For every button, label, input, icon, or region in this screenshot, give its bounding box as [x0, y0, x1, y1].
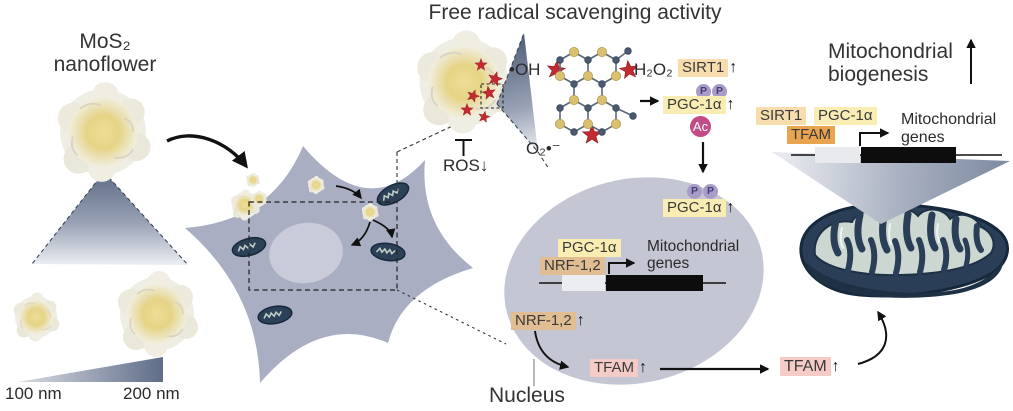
zoom-region-box — [248, 201, 398, 291]
pgc1a-badge: PGC-1α — [663, 199, 726, 217]
nucleus-genes-label: Mitochondrial genes — [647, 238, 739, 272]
tfam-badge: TFAM — [787, 126, 835, 144]
tfam-complex: TFAM — [787, 126, 835, 144]
biogenesis-line2: biogenesis — [828, 63, 929, 86]
pgc1a-badge: PGC-1α — [558, 239, 621, 257]
pgc1a-complex: PGC-1α — [814, 107, 877, 125]
cell-nucleus — [269, 222, 343, 284]
tfam-to-mito-arrow — [857, 310, 888, 365]
sirt1-radical: SIRT1↑ — [678, 59, 737, 77]
nanoflower-zoom-cone — [31, 171, 189, 266]
tfam-badge: TFAM — [780, 357, 831, 376]
mos2-title: MoS₂ nanoflower — [38, 30, 172, 76]
nanoflower-100nm — [13, 292, 60, 342]
pgc1a-radical: PGC-1α↑ — [663, 96, 735, 114]
tfam-cytosol: TFAM↑ — [780, 357, 840, 376]
cell — [185, 146, 473, 383]
phospho-icon: P — [703, 184, 718, 199]
tfam-nucleus: TFAM↑ — [590, 359, 647, 377]
nanoflower-200nm — [117, 270, 199, 358]
pgc1a-badge: PGC-1α — [814, 107, 877, 125]
magnification-dashes — [396, 105, 507, 345]
nrf-to-tfam-arrow — [534, 330, 570, 370]
nrf12-up-arrow: ↑ — [576, 312, 585, 329]
free-radical-title: Free radical scavenging activity — [428, 1, 722, 24]
mito-gene-diagram — [791, 128, 1002, 163]
molecule-region-box — [480, 83, 504, 109]
biogenesis-line1: Mitochondrial — [828, 40, 953, 63]
sirt1-up-arrow: ↑ — [729, 59, 738, 76]
phospho-icon: P — [712, 84, 727, 99]
phospho-icon: P — [696, 84, 711, 99]
sirt1-badge: SIRT1 — [756, 107, 807, 125]
nanoflower-radical-view — [416, 29, 515, 135]
mitochondrion-large — [799, 203, 1009, 298]
hydroxyl-radical-label: •OH — [509, 60, 541, 79]
mos2-title-line1: MoS₂ — [79, 30, 131, 53]
nrf12-badge: NRF-1,2 — [511, 312, 576, 330]
ros-label: ROS↓ — [443, 156, 489, 175]
tfam-up-arrow: ↑ — [831, 358, 840, 375]
mos2-title-line2: nanoflower — [53, 53, 157, 76]
acetyl-icon: Ac — [690, 116, 711, 137]
pgc1a-up-arrow: ↑ — [726, 199, 735, 216]
mos2-nanoflower-large — [56, 81, 152, 183]
genes-line2: genes — [647, 255, 690, 272]
genes-line1: Mitochondrial — [901, 111, 997, 128]
mito-zoom-funnel — [772, 152, 1010, 224]
nucleus-gene-diagram — [539, 258, 726, 291]
sirt1-badge: SIRT1 — [678, 59, 729, 77]
nucleus-label: Nucleus — [489, 384, 565, 407]
mito-genes-label: Mitochondrial genes — [901, 111, 996, 146]
pgc1a-nucleus: PGC-1α — [558, 239, 621, 257]
scale-label-100nm: 100 nm — [5, 384, 62, 403]
nanoflower-entering — [246, 172, 261, 188]
mos2-lattice — [555, 47, 637, 136]
size-scale-triangle — [18, 357, 163, 382]
pgc1a-up-arrow: ↑ — [726, 96, 735, 113]
genes-line2: genes — [901, 128, 945, 146]
nrf12-up: NRF-1,2↑ — [511, 312, 585, 330]
nrf12-bound: NRF-1,2 — [540, 257, 605, 275]
pgc1a-badge: PGC-1α — [663, 96, 726, 114]
tfam-up-arrow: ↑ — [639, 359, 647, 376]
sirt1-complex: SIRT1 — [756, 107, 807, 125]
phospho-icon: P — [687, 184, 702, 199]
tfam-badge: TFAM — [590, 359, 638, 377]
scale-label-200nm: 200 nm — [123, 384, 180, 403]
uptake-arrow — [166, 134, 248, 169]
pgc1a-nucleus-top: PGC-1α↑ — [663, 199, 735, 217]
genes-line1: Mitochondrial — [647, 238, 740, 255]
superoxide-label: O₂•⁻ — [526, 139, 561, 158]
ros-inhibition-tee — [455, 139, 472, 156]
h2o2-label: H₂O₂ — [634, 60, 673, 79]
biogenesis-title: Mitochondrial biogenesis — [828, 40, 953, 86]
nrf12-badge: NRF-1,2 — [540, 257, 605, 275]
molecule-zoom-wedge — [496, 32, 550, 170]
